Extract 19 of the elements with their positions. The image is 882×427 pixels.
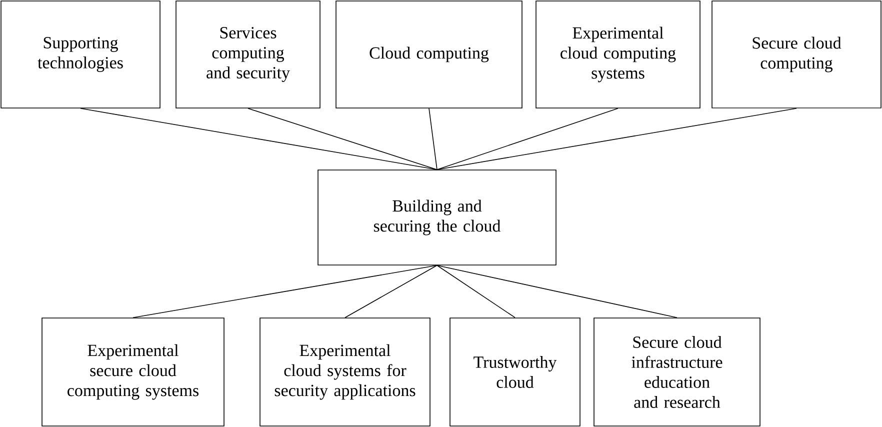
connector-line	[132, 265, 438, 318]
topic-box: Experimental cloud systems for security applications	[260, 318, 430, 426]
connector-line	[428, 108, 438, 170]
topic-box: Services computing and security	[176, 0, 320, 108]
connector-line	[436, 108, 618, 170]
connector-line	[248, 108, 438, 170]
connector-line	[436, 265, 516, 318]
connector-line	[344, 265, 438, 318]
topic-box: Building and securing the cloud	[318, 170, 556, 266]
topic-box: Trustworthy cloud	[450, 318, 580, 426]
topic-box: Experimental cloud computing systems	[536, 0, 700, 108]
topic-box: Supporting technologies	[0, 0, 160, 108]
connector-line	[436, 265, 678, 318]
topic-box: Secure cloud computing	[712, 0, 882, 108]
connector-line	[80, 108, 438, 170]
topic-box: Secure cloud infrastructure education and research	[594, 318, 760, 426]
topic-box: Experimental secure cloud computing systems	[42, 318, 224, 426]
connector-line	[436, 108, 797, 170]
topic-box: Cloud computing	[336, 0, 522, 108]
